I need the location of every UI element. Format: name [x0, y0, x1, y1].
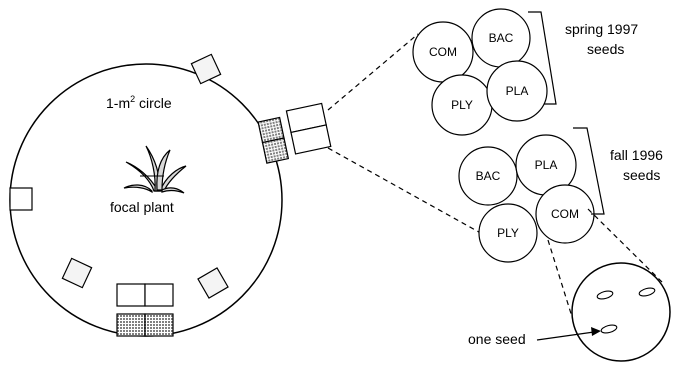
circle-area-label: 1-m2 circle [106, 94, 172, 111]
plot-code: PLY [451, 98, 473, 112]
seed-plot [486, 60, 548, 122]
arrow-line [536, 331, 595, 341]
quadrat [190, 53, 222, 85]
quadrat [61, 257, 93, 289]
magnified-plot [571, 262, 671, 362]
arrowhead-icon [591, 327, 601, 336]
seed-plot [458, 146, 518, 206]
quadrat-pair-bottom [116, 283, 174, 337]
plot-code: COM [551, 207, 579, 221]
one-seed-label: one seed [468, 331, 526, 347]
quadrat [197, 267, 229, 299]
plot-code: PLA [506, 84, 529, 98]
seed-plot [478, 203, 538, 263]
spring-plot-group: COM BAC PLY PLA [412, 8, 548, 136]
plot-code: PLY [497, 226, 519, 240]
spring-label-line2: seeds [587, 41, 624, 57]
fall-bracket [573, 127, 605, 215]
seed [596, 290, 614, 300]
focal-plant-label: focal plant [110, 199, 174, 215]
plot-code: BAC [476, 169, 501, 183]
seed [638, 287, 656, 297]
dashed-connector [327, 147, 487, 237]
focal-plant-icon [123, 145, 187, 194]
plot-code: BAC [489, 31, 514, 45]
fall-label-line2: seeds [623, 167, 660, 183]
spring-label-line1: spring 1997 [565, 21, 638, 37]
plot-code: PLA [535, 158, 558, 172]
fall-label-line1: fall 1996 [610, 147, 663, 163]
seed [600, 324, 618, 334]
spring-bracket [528, 11, 557, 105]
quadrat-pair-right [257, 102, 332, 164]
fall-plot-group: BAC PLA PLY COM [458, 134, 595, 263]
quadrat [9, 187, 33, 211]
plot-code: COM [429, 45, 457, 59]
dashed-connector [327, 33, 419, 111]
